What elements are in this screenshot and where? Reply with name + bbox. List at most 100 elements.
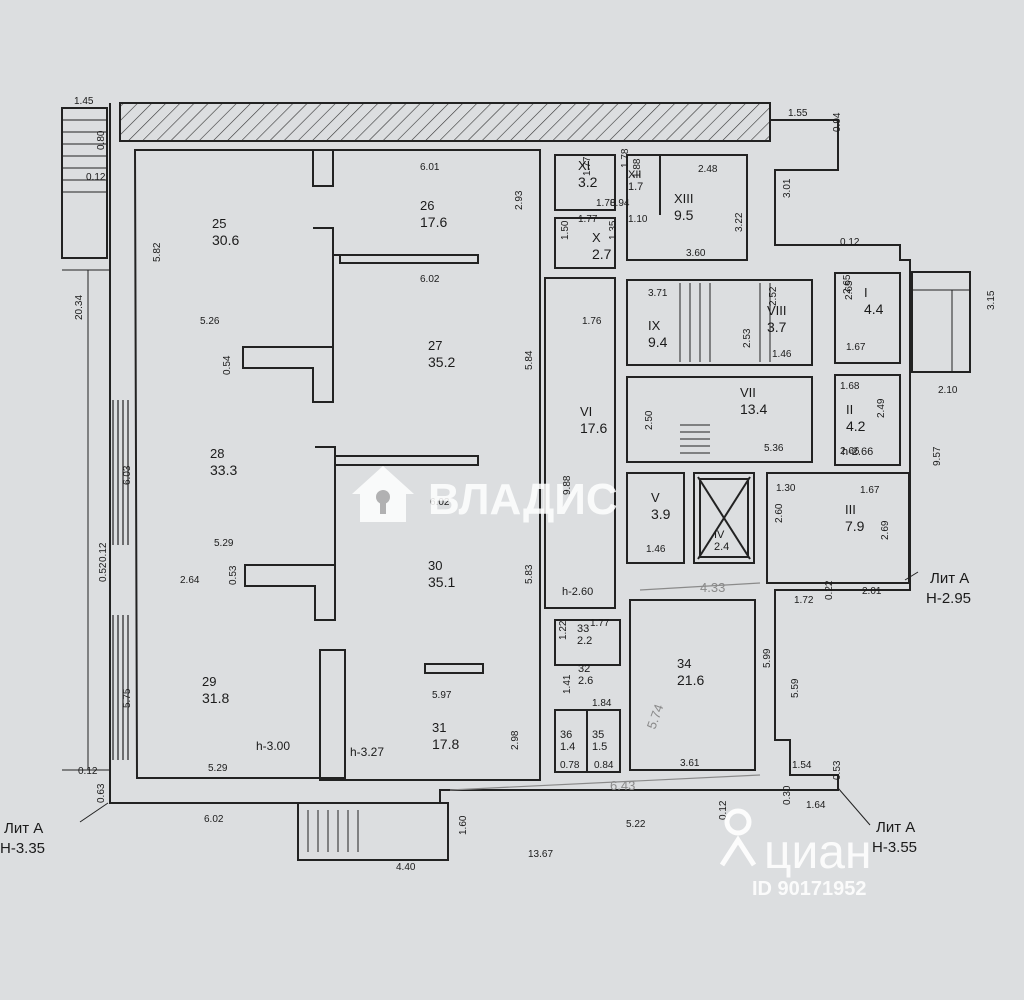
dimension-label: 0.12 <box>86 172 106 183</box>
dimension-label: 2.66 <box>840 446 860 457</box>
dimension-label: 2.53 <box>742 328 753 348</box>
dimension-label: 2.50 <box>644 410 655 430</box>
room-number: 29 <box>202 674 216 689</box>
room-XI-walls <box>554 154 616 211</box>
lit-height: Н-2.95 <box>926 590 971 607</box>
room-number: I <box>864 285 868 300</box>
room-area: 3.7 <box>767 319 787 335</box>
room-area: 2.7 <box>592 246 612 262</box>
north-wall-hatch <box>119 102 771 142</box>
dimension-label: 1.22 <box>558 620 569 640</box>
vladis-watermark-text: ВЛАДИС <box>428 475 618 524</box>
dimension-label: 0.12 <box>718 800 729 820</box>
dimension-label: 2.60 <box>774 503 785 523</box>
dimension-label: 9.88 <box>562 475 573 495</box>
room-number: IV <box>714 529 725 541</box>
room-I-walls <box>834 272 901 364</box>
dimension-label: 0.12 <box>840 237 860 248</box>
room-area: 17.8 <box>432 736 459 752</box>
dimension-label: 1.76 <box>582 316 602 327</box>
room-number: 28 <box>210 446 224 461</box>
dimension-label: 1.54 <box>792 760 812 771</box>
dimension-label: 5.36 <box>764 443 784 454</box>
room-X-walls <box>554 217 616 269</box>
dimension-label: 1.46 <box>772 349 792 360</box>
lit-label: Лит А <box>876 819 915 836</box>
room-area: 3.9 <box>651 506 671 522</box>
room-III-walls <box>766 472 910 584</box>
partition-31 <box>424 663 484 674</box>
room-V-walls <box>626 472 685 564</box>
porch-south <box>297 802 449 861</box>
room-34-walls <box>629 599 756 771</box>
dimension-label: 0.84 <box>594 760 614 771</box>
room-XIII-walls <box>626 154 748 261</box>
room-area: 1.5 <box>592 741 607 753</box>
dimension-label: 0.63 <box>96 783 107 803</box>
ceiling-height: h-3.00 <box>256 739 290 753</box>
dimension-label: 5.22 <box>626 819 646 830</box>
dimension-label: 2.48 <box>698 164 718 175</box>
dimension-label: 4.40 <box>396 862 416 873</box>
outer-wall-main <box>109 103 911 804</box>
room-area: 35.1 <box>428 574 455 590</box>
labels: 2530.62617.62735.22833.32931.83035.13117… <box>0 96 997 873</box>
room-number: III <box>845 502 856 517</box>
room-number: 31 <box>432 720 446 735</box>
dimension-label: 1.30 <box>776 483 796 494</box>
room-number: 30 <box>428 558 442 573</box>
dimension-label: 5.82 <box>152 242 163 262</box>
room-VII-walls <box>626 376 813 463</box>
dimension-label: 1.88 <box>632 158 643 178</box>
dimension-label: 0.53 <box>228 565 239 585</box>
dimension-label: 3.60 <box>686 248 706 259</box>
cian-watermark-text: циан <box>764 826 872 879</box>
room-area: 4.4 <box>864 301 884 317</box>
dimension-label: 1.64 <box>806 800 826 811</box>
room-area: 9.5 <box>674 207 694 223</box>
dimension-label: 0.54 <box>222 355 233 375</box>
room-VI-walls <box>544 277 616 609</box>
room-33-walls <box>554 619 621 666</box>
dimension-label: 6.03 <box>122 465 133 485</box>
room-number: XI <box>578 158 590 173</box>
walls <box>61 102 971 861</box>
room-area: 17.6 <box>580 420 607 436</box>
inner-wall-main <box>133 149 541 781</box>
cian-id-text: ID 90171952 <box>752 878 867 900</box>
room-number: 25 <box>212 216 226 231</box>
dimension-label: 0.53 <box>832 760 843 780</box>
dimension-label: 6.02 <box>430 497 450 508</box>
dimension-label: 2.10 <box>938 385 958 396</box>
dimension-label: 0.78 <box>560 760 580 771</box>
room-number: V <box>651 490 660 505</box>
room-area: 21.6 <box>677 672 704 688</box>
room-number: X <box>592 230 601 245</box>
cian-pin-icon <box>724 808 752 836</box>
room-number: 27 <box>428 338 442 353</box>
dimension-label: 1.67 <box>860 485 880 496</box>
dimension-label: 1.10 <box>628 214 648 225</box>
dimension-label: 1.77 <box>582 156 593 176</box>
dimension-label: 5.26 <box>200 316 220 327</box>
room-number: 36 <box>560 729 572 741</box>
lit-height: Н-3.35 <box>0 840 45 857</box>
dimension-label: 0.94 <box>832 112 843 132</box>
vladis-watermark: ВЛАДИС <box>352 466 618 524</box>
ceiling-height: h-2.60 <box>562 586 593 598</box>
dimension-label: 2.98 <box>510 730 521 750</box>
dimension-label: 2.69 <box>880 520 891 540</box>
cian-watermark: циан ID 90171952 <box>719 808 872 900</box>
dimension-label: 2.49 <box>876 398 887 418</box>
room-number: II <box>846 402 853 417</box>
dimension-label: 5.97 <box>432 690 452 701</box>
dimension-label: 5.84 <box>524 350 535 370</box>
dimension-label: 0.30 <box>782 785 793 805</box>
dimension-label: 2.64 <box>180 575 200 586</box>
dimension-label: 5.99 <box>762 648 773 668</box>
dimension-label: 3.01 <box>782 178 793 198</box>
dimension-label: 5.75 <box>122 688 133 708</box>
lit-height: Н-3.55 <box>872 839 917 856</box>
dimension-label: 3.71 <box>648 288 668 299</box>
